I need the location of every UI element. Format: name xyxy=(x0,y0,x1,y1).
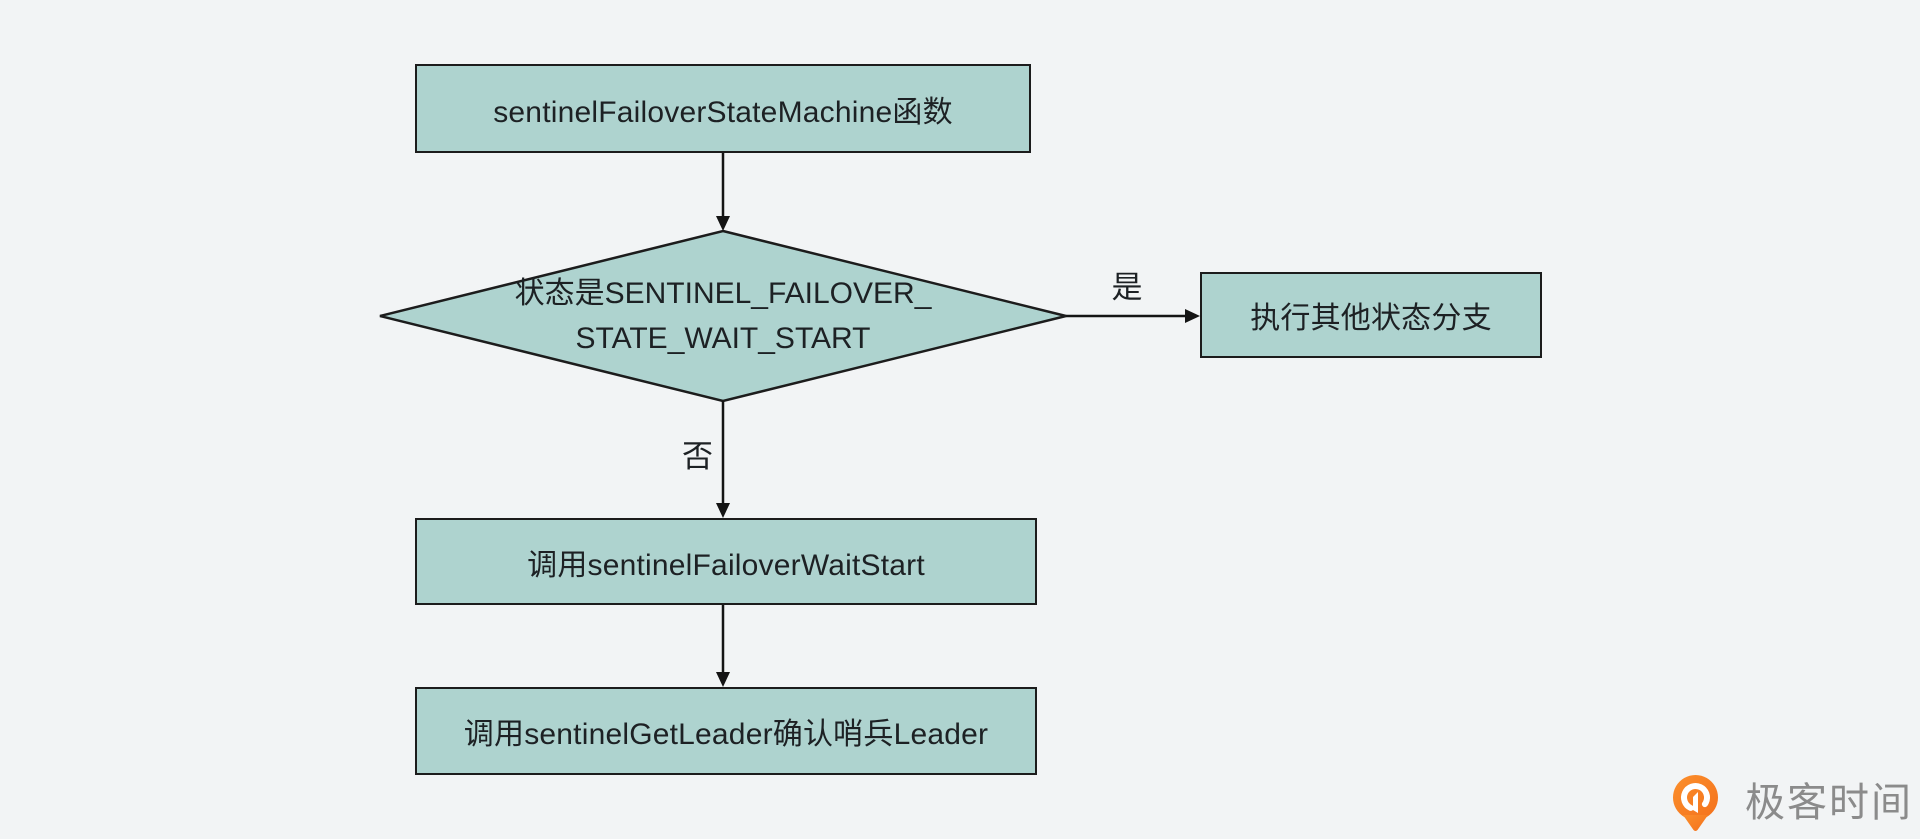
edge-label-no: 否 xyxy=(682,439,713,474)
node-failover-wait-start: 调用sentinelFailoverWaitStart xyxy=(415,518,1037,605)
arrowhead-start-to-decision xyxy=(716,216,730,231)
node-get-leader: 调用sentinelGetLeader确认哨兵Leader xyxy=(415,687,1037,775)
edge-label-yes: 是 xyxy=(1111,270,1143,305)
decision-label-line2: STATE_WAIT_START xyxy=(575,322,871,355)
geektime-watermark: 极客时间 xyxy=(1662,766,1913,832)
arrowhead-wait-to-leader xyxy=(716,672,730,687)
geektime-logo-text: 极客时间 xyxy=(1745,781,1913,825)
node-other-state-branch: 执行其他状态分支 xyxy=(1200,272,1542,358)
node-decision-state-check: 状态是SENTINEL_FAILOVER_ STATE_WAIT_START xyxy=(423,271,1023,361)
arrowhead-decision-to-wait xyxy=(716,503,730,518)
geektime-pin-icon xyxy=(1672,775,1718,831)
node-start-function: sentinelFailoverStateMachine函数 xyxy=(415,64,1031,153)
decision-label-line1: 状态是SENTINEL_FAILOVER_ xyxy=(514,277,932,310)
arrowhead-decision-to-other xyxy=(1185,309,1200,323)
